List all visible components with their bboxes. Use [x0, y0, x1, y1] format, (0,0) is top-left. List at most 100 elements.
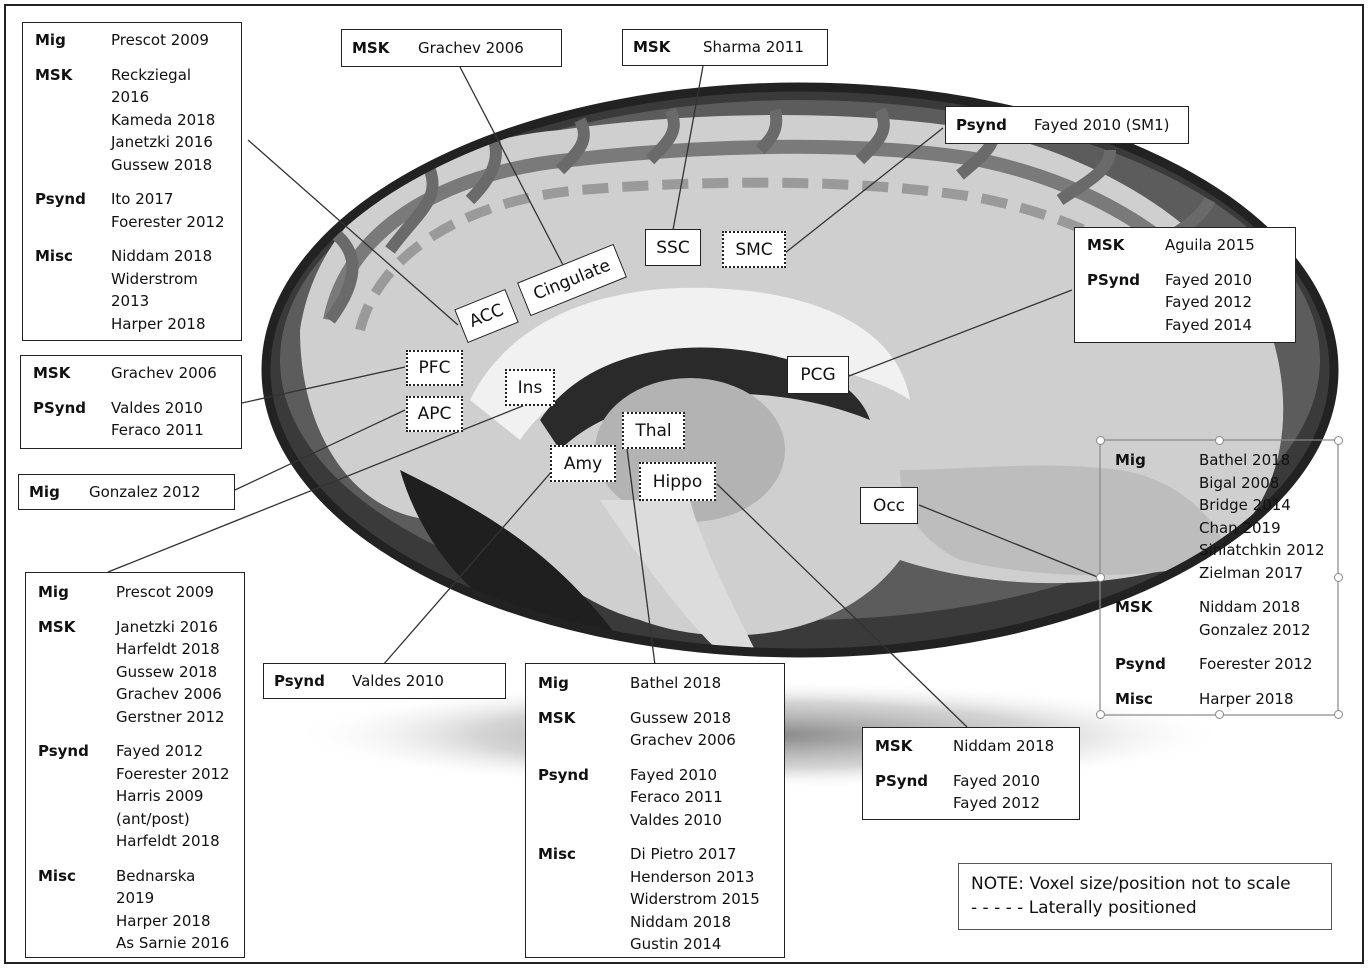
reference: Grachev 2006 — [630, 729, 736, 752]
reference: Fayed 2010 (SM1) — [1034, 114, 1170, 137]
reference: Bathel 2018 — [1199, 449, 1325, 472]
category-group: MiscNiddam 2018Widerstrom2013Harper 2018 — [35, 245, 231, 335]
reference: As Sarnie 2016 — [116, 932, 229, 955]
category-group: MSKAguila 2015 — [1087, 234, 1285, 257]
category-label: Misc — [538, 843, 630, 956]
category-label: Mig — [538, 672, 630, 695]
reference: 2019 — [116, 887, 229, 910]
reference: Kameda 2018 — [111, 109, 215, 132]
category-group: MSKReckziegal2016Kameda 2018Janetzki 201… — [35, 64, 231, 177]
category-label: Psynd — [38, 740, 116, 853]
category-label: Misc — [1115, 688, 1199, 711]
region-pcg: PCG — [787, 356, 849, 394]
reference: Harfeldt 2018 — [116, 638, 225, 661]
reference: Harper 2018 — [111, 313, 212, 336]
reference: Zielman 2017 — [1199, 562, 1325, 585]
category-group: MSKNiddam 2018Gonzalez 2012 — [1115, 596, 1327, 641]
citation-box-acc: MigPrescot 2009 MSKReckziegal2016Kameda … — [22, 22, 242, 341]
reference: Aguila 2015 — [1165, 234, 1255, 257]
reference: Fayed 2014 — [1165, 314, 1252, 337]
category-label: Mig — [35, 29, 111, 52]
reference: Prescot 2009 — [111, 29, 209, 52]
reference: Gussew 2018 — [116, 661, 225, 684]
citation-box-hippo: MSKNiddam 2018 PSyndFayed 2010Fayed 2012 — [862, 727, 1080, 820]
category-group: PSyndFayed 2010Fayed 2012Fayed 2014 — [1087, 269, 1285, 337]
reference: Valdes 2010 — [352, 670, 444, 693]
reference: Janetzki 2016 — [116, 616, 225, 639]
category-label: PSynd — [33, 397, 111, 442]
category-label: Mig — [38, 581, 116, 604]
reference: Siniatchkin 2012 — [1199, 539, 1325, 562]
region-thal: Thal — [622, 412, 685, 449]
reference: Valdes 2010 — [630, 809, 723, 832]
region-amy: Amy — [550, 445, 616, 482]
category-label: MSK — [38, 616, 116, 729]
reference: Bigal 2008 — [1199, 472, 1325, 495]
reference: Bridge 2014 — [1199, 494, 1325, 517]
reference: Valdes 2010 — [111, 397, 204, 420]
category-label: Psynd — [538, 764, 630, 832]
reference: 2013 — [111, 290, 212, 313]
category-label: MSK — [538, 707, 630, 752]
reference: Ito 2017 — [111, 188, 225, 211]
category-label: Misc — [38, 865, 116, 955]
category-label: Psynd — [35, 188, 111, 233]
reference: Grachev 2006 — [418, 37, 524, 60]
reference: Foerester 2012 — [111, 211, 225, 234]
reference: 2016 — [111, 86, 215, 109]
category-label: Psynd — [956, 114, 1034, 137]
category-label: MSK — [633, 36, 703, 59]
reference: Gussew 2018 — [111, 154, 215, 177]
region-ins: Ins — [505, 369, 555, 406]
category-group: MSKGrachev 2006 — [33, 362, 231, 385]
reference: Fayed 2010 — [953, 770, 1040, 793]
reference: Fayed 2012 — [1165, 291, 1252, 314]
region-occ: Occ — [860, 487, 918, 524]
reference: Fayed 2012 — [953, 792, 1040, 815]
reference: Gonzalez 2012 — [89, 481, 201, 504]
category-label: MSK — [1115, 596, 1199, 641]
reference: Bednarska — [116, 865, 229, 888]
reference: Foerester 2012 — [116, 763, 230, 786]
category-label: PSynd — [875, 770, 953, 815]
note-line: NOTE: Voxel size/position not to scale — [971, 872, 1319, 896]
reference: Feraco 2011 — [111, 419, 204, 442]
reference: Grachev 2006 — [111, 362, 217, 385]
reference: Feraco 2011 — [630, 786, 723, 809]
reference: Widerstrom 2015 — [630, 888, 760, 911]
reference: Gerstner 2012 — [116, 706, 225, 729]
category-group: MSKNiddam 2018 — [875, 735, 1069, 758]
citation-box-ins: MigPrescot 2009 MSKJanetzki 2016Harfeldt… — [25, 572, 245, 958]
reference: Reckziegal — [111, 64, 215, 87]
reference: Gonzalez 2012 — [1199, 619, 1311, 642]
region-pfc: PFC — [406, 350, 463, 386]
category-label: MSK — [352, 37, 418, 60]
reference: Foerester 2012 — [1199, 653, 1313, 676]
reference: Grachev 2006 — [116, 683, 225, 706]
region-smc: SMC — [722, 231, 786, 268]
category-label: Mig — [29, 481, 89, 504]
category-label: PSynd — [1087, 269, 1165, 337]
reference: Niddam 2018 — [1199, 596, 1311, 619]
reference: Bathel 2018 — [630, 672, 721, 695]
reference: Harfeldt 2018 — [116, 830, 230, 853]
region-ssc: SSC — [645, 229, 701, 266]
region-hippo: Hippo — [639, 462, 716, 501]
category-label: Psynd — [1115, 653, 1199, 676]
note-legend: - - - - - Laterally positioned — [971, 896, 1319, 920]
category-label: MSK — [33, 362, 111, 385]
